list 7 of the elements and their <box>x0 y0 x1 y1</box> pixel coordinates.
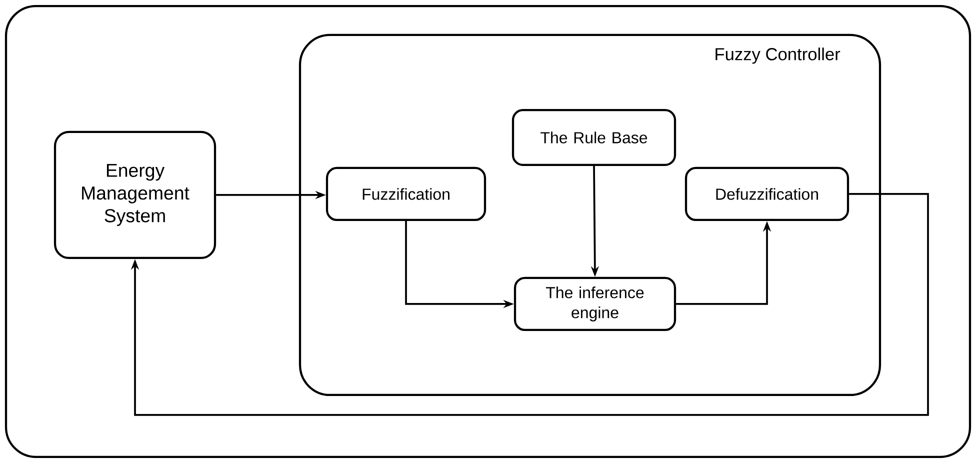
arrow <box>130 193 929 416</box>
process-box: Fuzzification <box>326 166 486 222</box>
outer-frame <box>4 4 972 458</box>
process-box: Defuzzification <box>684 166 850 222</box>
process-box: The Rule Base <box>512 108 676 166</box>
process-box: Energy Management System <box>54 130 216 260</box>
process-box: The inference engine <box>514 276 676 332</box>
